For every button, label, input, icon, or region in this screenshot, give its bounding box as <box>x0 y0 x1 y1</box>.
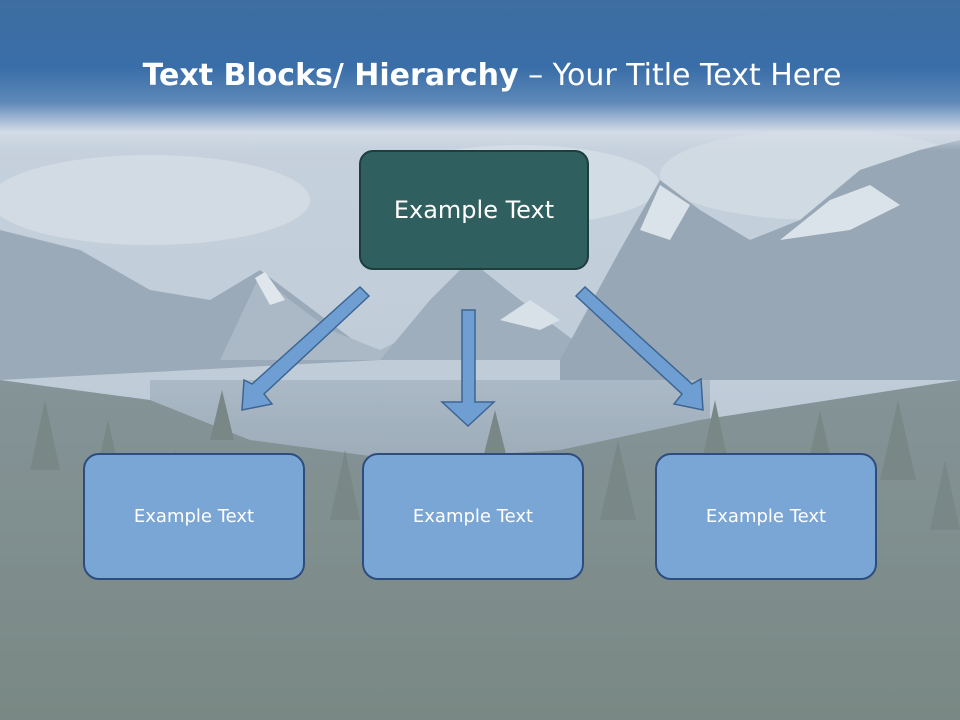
arrow-to-middle-child <box>440 309 496 428</box>
arrow-to-left-child <box>241 285 371 411</box>
title-rest-part: – Your Title Text Here <box>518 58 842 93</box>
slide-title: Text Blocks/ Hierarchy – Your Title Text… <box>0 52 960 100</box>
title-band <box>0 0 960 150</box>
child-box-middle[interactable]: Example Text <box>362 453 584 580</box>
child-box-left[interactable]: Example Text <box>83 453 305 580</box>
top-level-box[interactable]: Example Text <box>359 150 589 270</box>
arrow-to-right-child <box>574 285 704 411</box>
child-box-right[interactable]: Example Text <box>655 453 877 580</box>
title-bold-part: Text Blocks/ Hierarchy <box>142 58 519 93</box>
